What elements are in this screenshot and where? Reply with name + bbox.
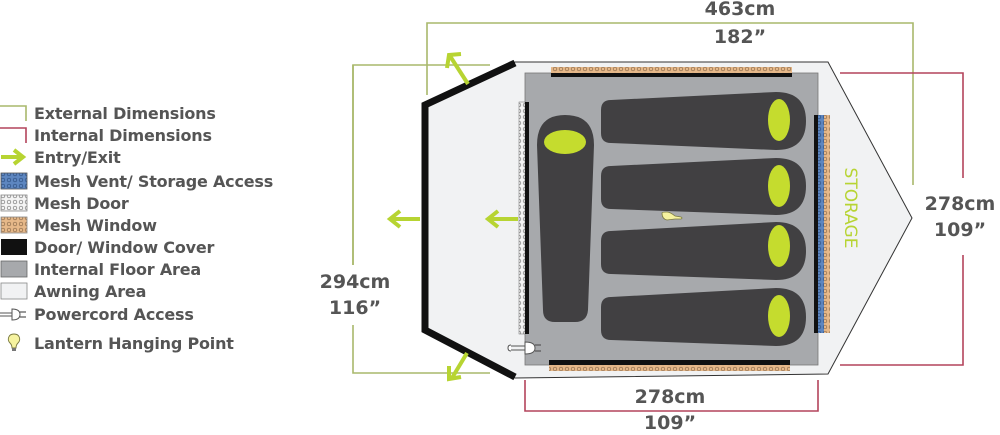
internal-width-in: 109” bbox=[933, 219, 987, 241]
entry-arrow-bottom bbox=[447, 351, 469, 382]
legend-label: Mesh Door bbox=[34, 193, 129, 213]
mesh-door-swatch-icon bbox=[0, 194, 28, 212]
legend-label: Awning Area bbox=[34, 281, 147, 301]
mesh-window-swatch-icon bbox=[0, 216, 28, 234]
legend-label: Internal Floor Area bbox=[34, 259, 201, 279]
legend-item-mesh-vent: Mesh Vent/ Storage Access bbox=[0, 170, 273, 192]
awning-swatch-icon bbox=[0, 282, 28, 300]
lantern-hanging-point-icon bbox=[661, 211, 683, 221]
inner-door-cover bbox=[525, 102, 529, 334]
pillow bbox=[544, 130, 586, 154]
internal-dimension-line-icon bbox=[0, 127, 27, 143]
sleeping-bag-4 bbox=[601, 288, 806, 346]
external-length-in: 182” bbox=[713, 26, 767, 48]
legend-label: Entry/Exit bbox=[34, 147, 121, 167]
mesh-vent-storage-access bbox=[818, 115, 824, 333]
cover-swatch-icon bbox=[1, 239, 27, 255]
storage-label: STORAGE bbox=[840, 168, 860, 249]
external-length-label: 463cm 182” bbox=[680, 0, 800, 49]
legend-label: Internal Dimensions bbox=[34, 125, 212, 145]
legend-label: Mesh Vent/ Storage Access bbox=[34, 171, 274, 191]
sleeping-bag-1 bbox=[601, 92, 806, 150]
internal-dimension-lines bbox=[524, 72, 964, 412]
legend-item-entry-exit: Entry/Exit bbox=[0, 146, 121, 168]
pillow bbox=[768, 99, 790, 141]
legend-item-door-window-cover: Door/ Window Cover bbox=[0, 236, 214, 258]
top-window-cover bbox=[551, 73, 792, 77]
internal-width-cm: 278cm bbox=[924, 193, 996, 215]
legend-item-internal-floor: Internal Floor Area bbox=[0, 258, 201, 280]
external-width-in: 116” bbox=[328, 297, 382, 319]
legend-item-internal-dimensions: Internal Dimensions bbox=[0, 124, 212, 146]
legend-item-external-dimensions: External Dimensions bbox=[0, 102, 216, 124]
internal-width-label: 278cm 109” bbox=[905, 192, 1000, 242]
entry-exit-arrows bbox=[386, 52, 518, 382]
pillow bbox=[768, 225, 790, 267]
legend-item-powercord: Powercord Access bbox=[0, 303, 194, 325]
sleeping-bag-3 bbox=[601, 222, 806, 280]
legend-item-mesh-door: Mesh Door bbox=[0, 192, 129, 214]
mesh-vent-swatch-icon bbox=[0, 172, 28, 190]
external-dimension-line-icon bbox=[0, 105, 27, 121]
top-mesh-window bbox=[551, 67, 792, 73]
internal-length-cm: 278cm bbox=[634, 386, 706, 408]
powercord-access-icon bbox=[507, 341, 541, 355]
legend-label: Door/ Window Cover bbox=[34, 237, 215, 257]
pillow bbox=[768, 295, 790, 337]
plug-icon bbox=[0, 308, 26, 321]
entry-arrow-top bbox=[445, 52, 470, 86]
bottom-window-cover bbox=[549, 360, 790, 365]
entry-arrow-left-inner bbox=[484, 209, 518, 229]
floor-swatch-icon bbox=[0, 260, 28, 278]
arrow-right-icon bbox=[1, 148, 27, 166]
internal-length-label: 278cm 109” bbox=[610, 385, 730, 435]
internal-length-in: 109” bbox=[643, 412, 697, 434]
storage-access-cover bbox=[814, 115, 818, 333]
external-width-cm: 294cm bbox=[319, 271, 391, 293]
sleeping-bags bbox=[537, 92, 806, 346]
legend-label: Powercord Access bbox=[34, 304, 194, 324]
external-length-cm: 463cm bbox=[704, 0, 776, 20]
sleeping-bag-2 bbox=[601, 158, 806, 215]
inner-mesh-door bbox=[518, 101, 526, 335]
lightbulb-icon bbox=[7, 333, 21, 351]
legend-item-lantern: Lantern Hanging Point bbox=[0, 332, 234, 354]
legend-label: External Dimensions bbox=[34, 103, 216, 123]
legend-item-mesh-window: Mesh Window bbox=[0, 214, 157, 236]
sleeping-bag-vertical bbox=[537, 115, 594, 322]
legend-label: Mesh Window bbox=[34, 215, 157, 235]
storage-mesh-window bbox=[824, 115, 830, 333]
pillow bbox=[768, 165, 790, 207]
legend-label: Lantern Hanging Point bbox=[34, 333, 234, 353]
external-dimension-lines bbox=[352, 22, 914, 374]
entry-arrow-left-outer bbox=[386, 209, 420, 229]
front-door-covers bbox=[421, 59, 517, 381]
external-width-label: 294cm 116” bbox=[300, 270, 410, 320]
bottom-mesh-window bbox=[549, 365, 790, 371]
legend-item-awning: Awning Area bbox=[0, 280, 146, 302]
